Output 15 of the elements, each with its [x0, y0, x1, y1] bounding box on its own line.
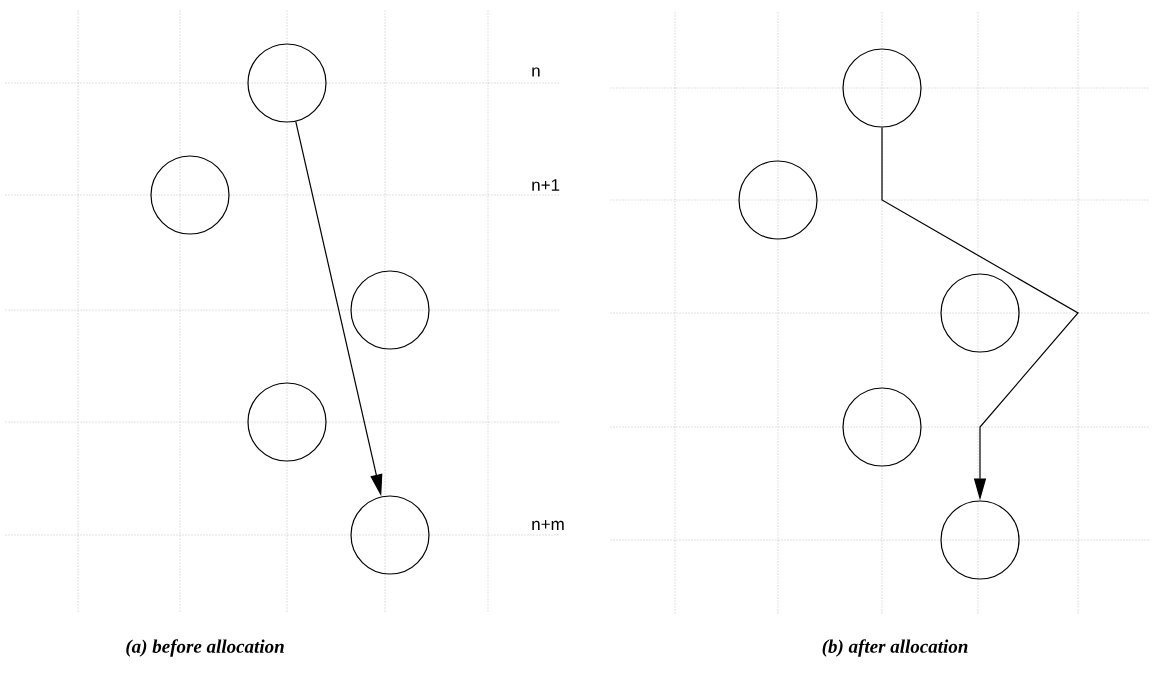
row-label: n	[532, 67, 540, 77]
circle	[940, 500, 1020, 580]
circle	[350, 495, 430, 575]
circle	[247, 43, 327, 123]
circle	[842, 48, 922, 128]
circle	[350, 270, 430, 350]
caption: (b) after allocation	[822, 639, 968, 657]
circle	[940, 273, 1020, 353]
circle	[247, 382, 327, 462]
row-label: n+1	[532, 179, 560, 191]
circle	[150, 155, 230, 235]
circle	[842, 387, 922, 467]
row-label: n+m	[532, 520, 564, 530]
circle	[738, 160, 818, 240]
caption: (a) before allocation	[126, 639, 284, 657]
